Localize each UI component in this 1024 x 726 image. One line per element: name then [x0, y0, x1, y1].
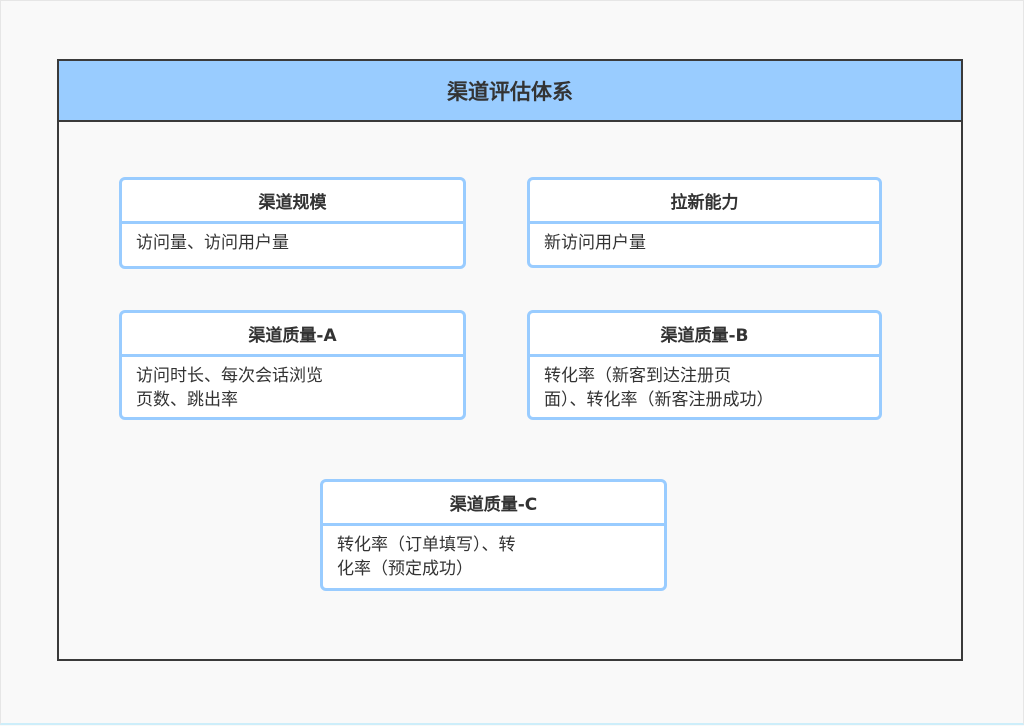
- card-body: 访问量、访问用户量: [136, 233, 289, 253]
- card-title: 渠道质量-B: [530, 313, 879, 357]
- card-body: 新访问用户量: [544, 233, 646, 253]
- card-body: 转化率（新客到达注册页 面）、转化率（新客注册成功）: [544, 366, 774, 410]
- card-quality-c: 渠道质量-C 转化率（订单填写）、转 化率（预定成功）: [320, 479, 667, 591]
- card-title: 渠道质量-A: [122, 313, 463, 357]
- card-quality-a: 渠道质量-A 访问时长、每次会话浏览 页数、跳出率: [119, 310, 466, 420]
- container-title: 渠道评估体系: [59, 61, 961, 122]
- card-title: 拉新能力: [530, 180, 879, 224]
- card-title: 渠道质量-C: [323, 482, 664, 526]
- card-title: 渠道规模: [122, 180, 463, 224]
- card-body: 转化率（订单填写）、转 化率（预定成功）: [337, 535, 516, 579]
- card-body: 访问时长、每次会话浏览 页数、跳出率: [136, 366, 323, 410]
- card-channel-scale: 渠道规模 访问量、访问用户量: [119, 177, 466, 269]
- card-quality-b: 渠道质量-B 转化率（新客到达注册页 面）、转化率（新客注册成功）: [527, 310, 882, 420]
- card-acquisition: 拉新能力 新访问用户量: [527, 177, 882, 268]
